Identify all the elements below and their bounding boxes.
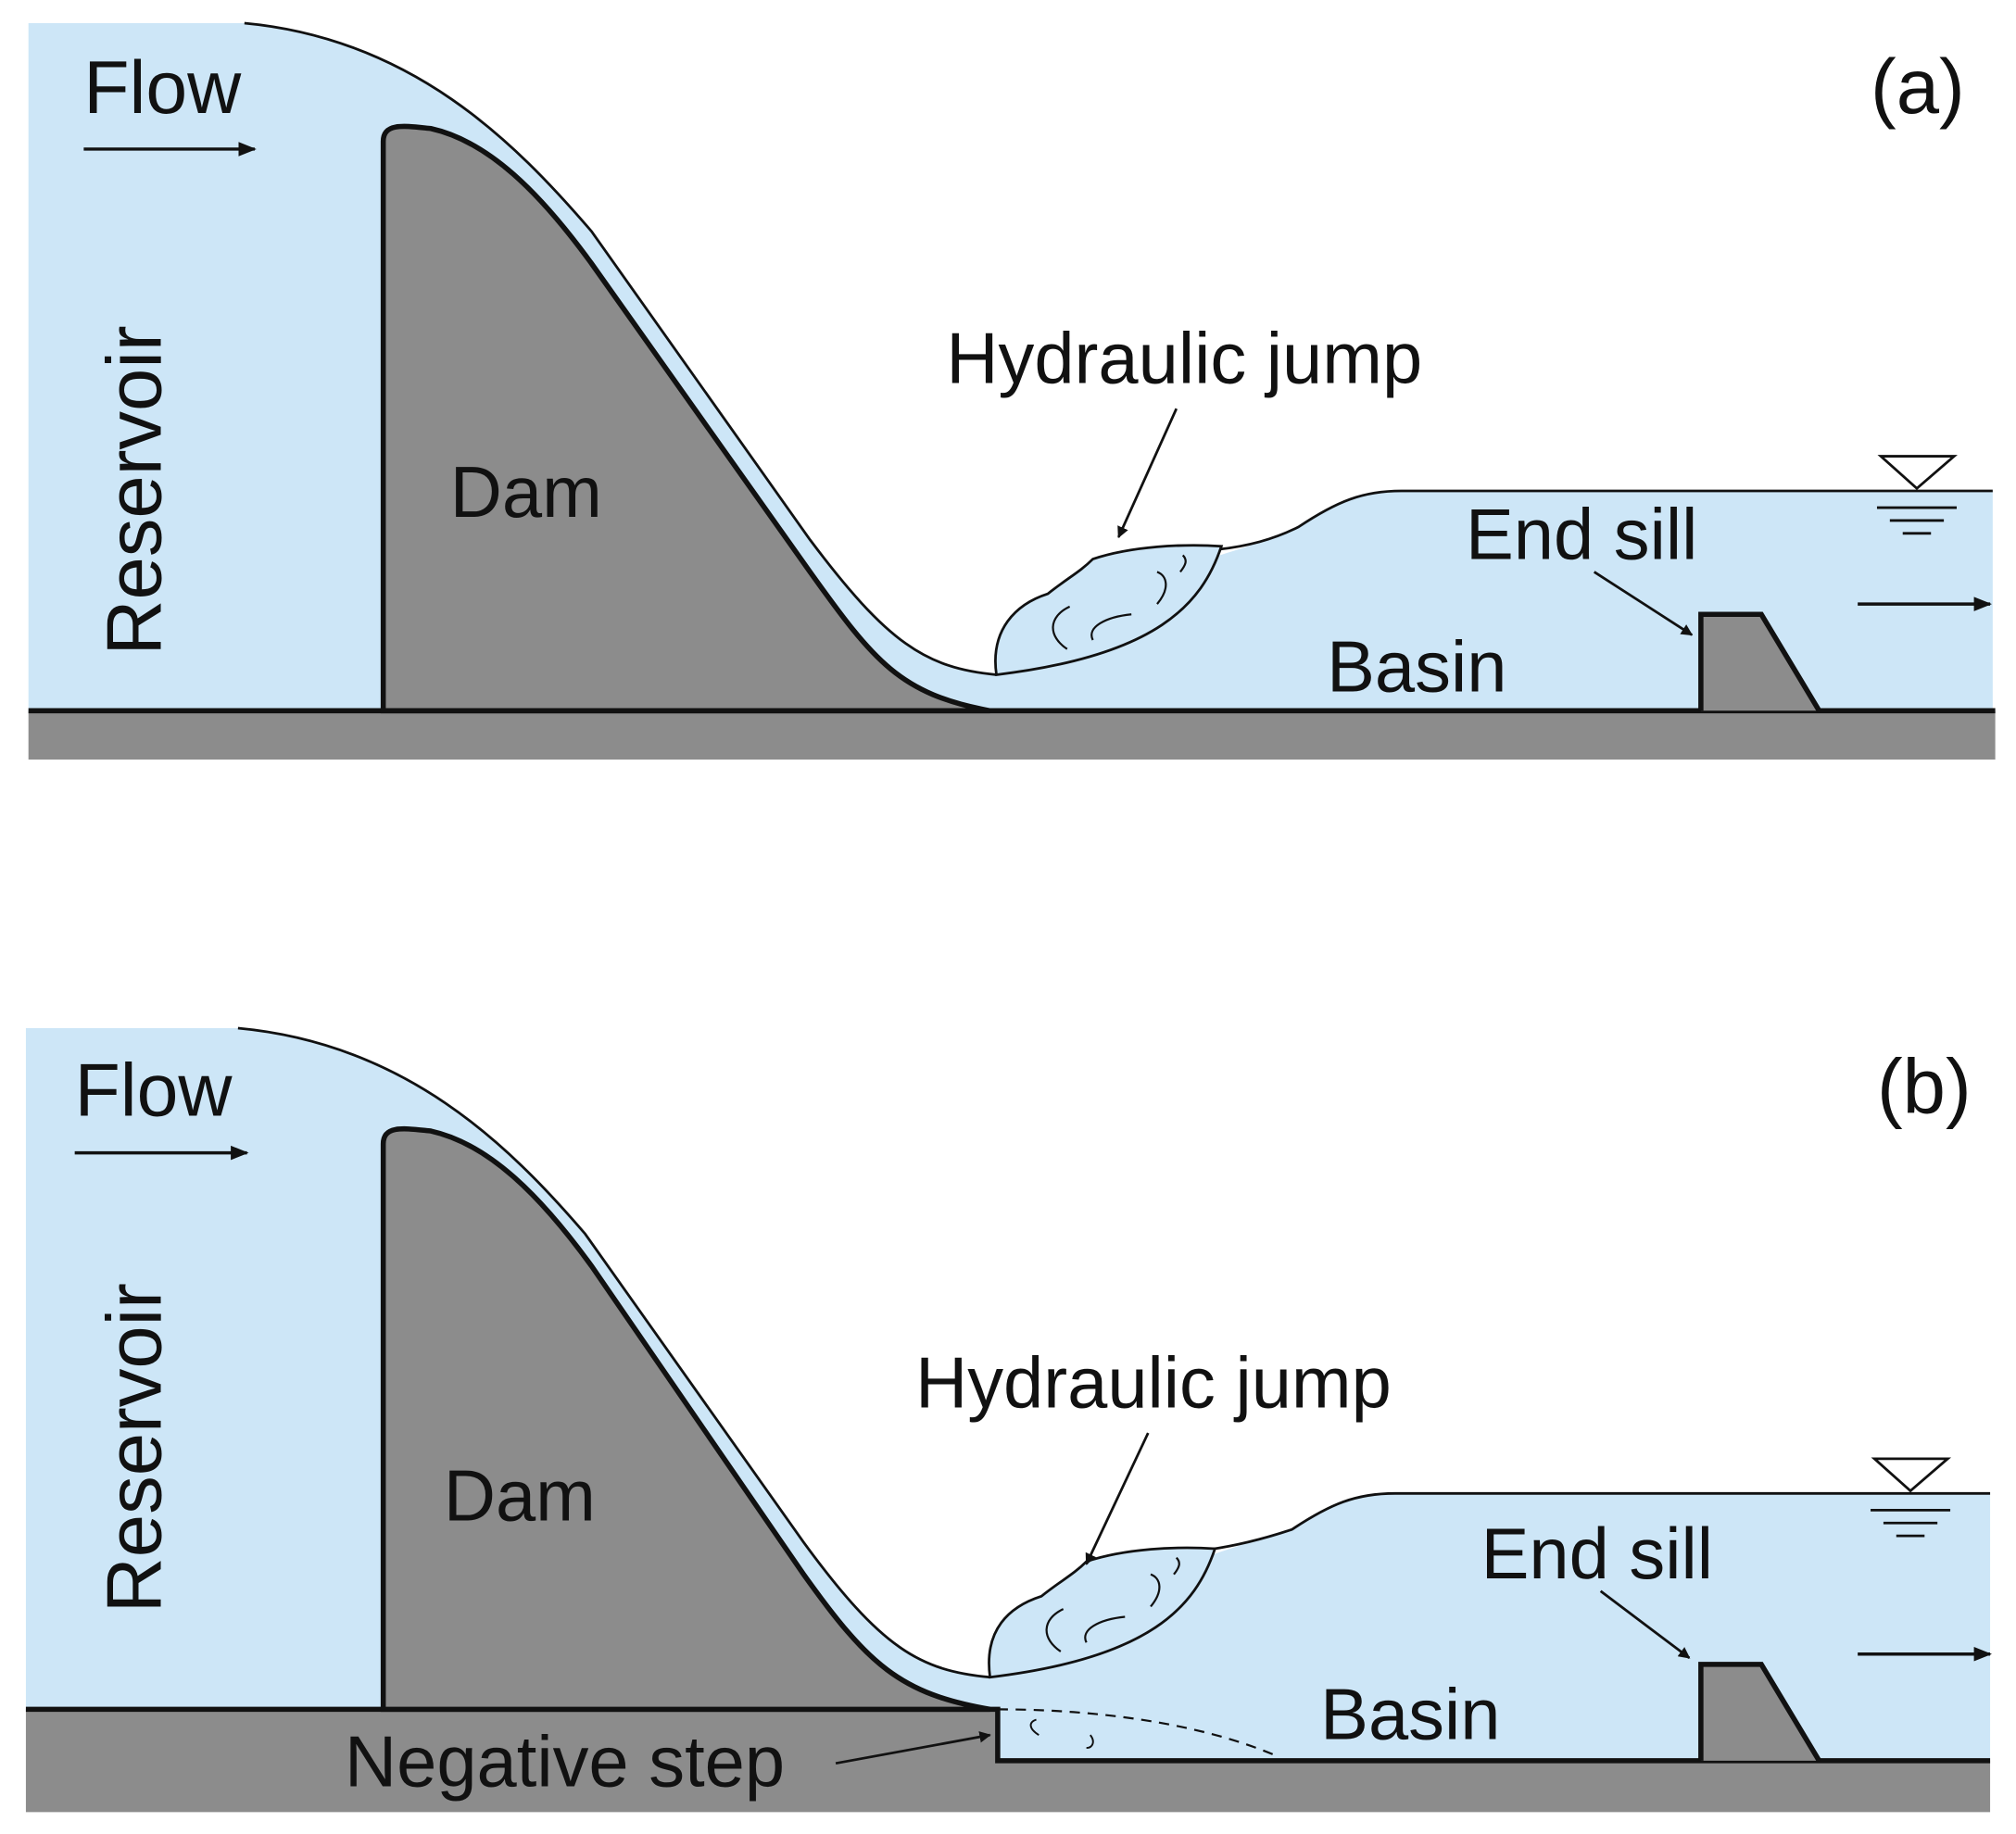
- panel-b: (b) Flow Reservoir Dam Hydraulic jump En…: [25, 1026, 1993, 1813]
- panel-tag: (a): [1871, 44, 1965, 130]
- end-sill-label: End sill: [1481, 1514, 1713, 1594]
- water-level-triangle-icon: [1876, 455, 1958, 535]
- flow-label: Flow: [75, 1049, 233, 1132]
- basin-label: Basin: [1327, 627, 1506, 707]
- negative-step-label: Negative step: [345, 1723, 785, 1803]
- basin-label: Basin: [1320, 1675, 1500, 1754]
- jump-leader: [1117, 408, 1178, 539]
- panel-tag: (b): [1877, 1044, 1972, 1130]
- end-sill-label: End sill: [1466, 496, 1697, 575]
- end-sill: [1698, 611, 1821, 712]
- end-sill: [1698, 1662, 1821, 1763]
- dam-label: Dam: [444, 1456, 596, 1536]
- dam-label: Dam: [450, 453, 602, 533]
- step-leader: [835, 1731, 991, 1765]
- jump-leader: [1085, 1432, 1150, 1565]
- panel-a: (a) Flow Reservoir Dam Hydraulic jump En…: [28, 21, 1996, 760]
- ground: [28, 710, 1996, 760]
- recirculation-zone: [997, 1708, 1274, 1755]
- water-level-triangle-icon: [1871, 1457, 1952, 1538]
- sill-leader: [1593, 571, 1694, 636]
- reservoir-label: Reservoir: [92, 1283, 178, 1613]
- flow-label: Flow: [83, 46, 242, 130]
- hydraulic-jump-label: Hydraulic jump: [915, 1343, 1392, 1423]
- dam: [380, 1125, 991, 1713]
- sill-leader: [1599, 1589, 1691, 1660]
- hydraulic-jump-label: Hydraulic jump: [946, 319, 1422, 398]
- dam: [380, 123, 991, 714]
- reservoir-label: Reservoir: [92, 325, 178, 655]
